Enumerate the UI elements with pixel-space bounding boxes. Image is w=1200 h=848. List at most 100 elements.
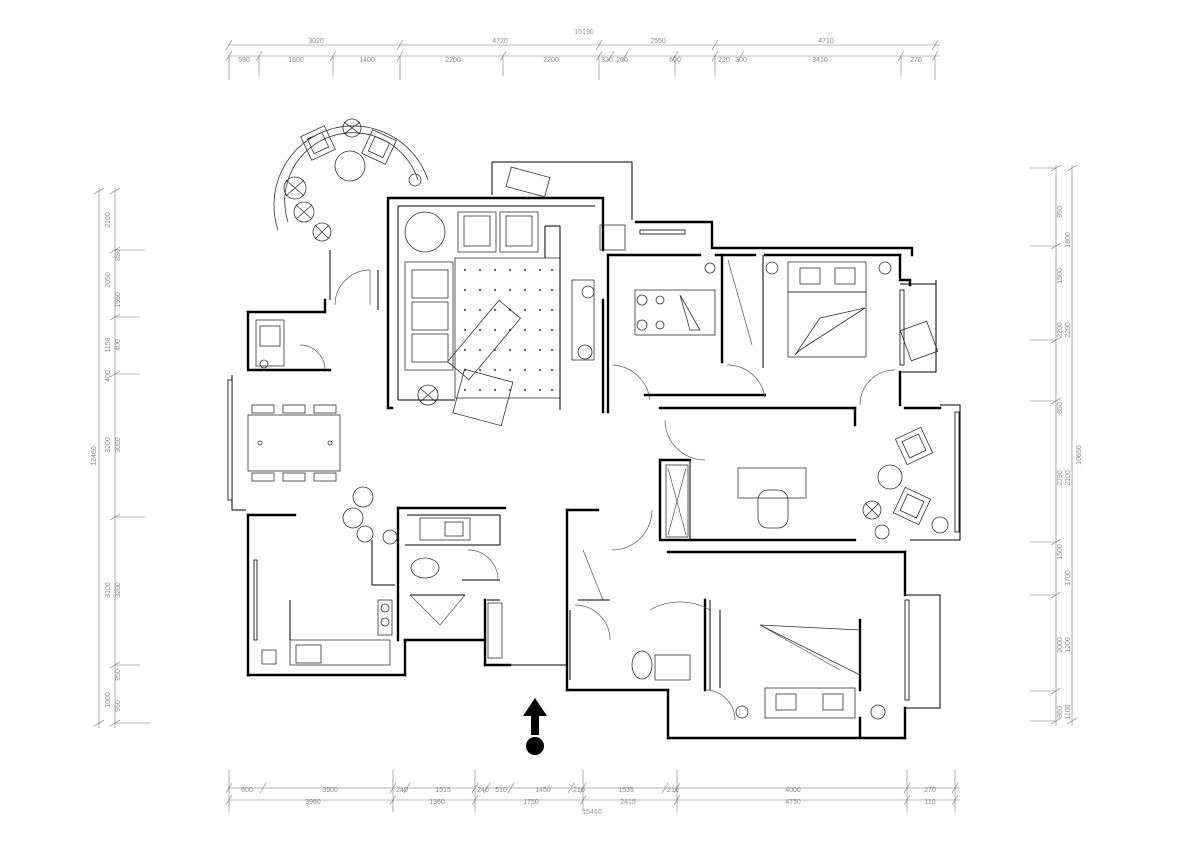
bottom-dim-label: 1515 bbox=[435, 787, 451, 794]
toilet bbox=[631, 650, 653, 680]
top-dim-label: 270 bbox=[910, 57, 922, 64]
right-dim-label: 1500 bbox=[1057, 268, 1064, 284]
garden-round-table bbox=[334, 150, 366, 182]
bed bbox=[634, 289, 716, 336]
shoe-cabinet bbox=[487, 602, 503, 659]
rug-pattern bbox=[463, 268, 554, 392]
plant-icon bbox=[765, 261, 779, 275]
left-dim-label: 950 bbox=[115, 700, 122, 712]
bottom-dim-label: 3960 bbox=[305, 799, 321, 806]
round-table bbox=[877, 464, 903, 490]
windows bbox=[227, 229, 960, 701]
planter-box bbox=[599, 224, 626, 251]
ottoman bbox=[452, 368, 514, 427]
bedroom-3 bbox=[719, 610, 886, 720]
top-total-dimension: 15190 bbox=[574, 29, 594, 36]
bottom-dim-label: 510 bbox=[495, 787, 507, 794]
terrace-chair bbox=[892, 486, 932, 526]
kitchen bbox=[255, 319, 398, 666]
left-total-dimension: 12460 bbox=[91, 446, 98, 466]
right-dim-label: 1200 bbox=[1065, 637, 1072, 653]
left-dim-label: 850 bbox=[115, 249, 122, 261]
plant-icon bbox=[283, 118, 422, 242]
study-room bbox=[665, 464, 807, 538]
vanity bbox=[654, 654, 691, 681]
left-dim-label: 2050 bbox=[105, 272, 112, 288]
bottom-dim-label: 2415 bbox=[620, 799, 636, 806]
bottom-dim-label: 1450 bbox=[535, 787, 551, 794]
doors bbox=[299, 269, 896, 721]
top-dim-label: 590 bbox=[238, 57, 250, 64]
armchair bbox=[899, 320, 939, 362]
bottom-dim-label: 1360 bbox=[429, 799, 445, 806]
lounge-chair bbox=[505, 166, 551, 198]
plant-icon bbox=[870, 704, 886, 720]
garden-terrace bbox=[273, 118, 429, 242]
left-dim-label: 3200 bbox=[115, 582, 122, 598]
living-room bbox=[404, 166, 626, 427]
kitchen-counter bbox=[289, 639, 391, 666]
top-dim-label: 4720 bbox=[492, 38, 508, 45]
bathroom-2 bbox=[569, 549, 691, 681]
coffee-table bbox=[447, 299, 521, 381]
right-dim-label: 850 bbox=[1057, 402, 1064, 414]
left-dim-label: 950 bbox=[115, 669, 122, 681]
bottom-dim-label: 4000 bbox=[785, 787, 801, 794]
bottom-dim-label: 4750 bbox=[785, 799, 801, 806]
left-dimensions: 12460 2100 2050 1150 400 3200 3100 1000 … bbox=[91, 187, 150, 728]
right-dim-label: 2200 bbox=[1065, 322, 1072, 338]
bottom-dim-label: 3900 bbox=[322, 787, 338, 794]
dining-table bbox=[247, 414, 341, 472]
left-dim-label: 3100 bbox=[105, 582, 112, 598]
garden-chair bbox=[361, 129, 397, 165]
armchair bbox=[457, 211, 539, 253]
bed-cover bbox=[759, 624, 861, 676]
left-dim-label: 1000 bbox=[105, 692, 112, 708]
side-table bbox=[404, 211, 446, 253]
left-dim-label: 1550 bbox=[115, 292, 122, 308]
terrace-chair bbox=[894, 426, 934, 466]
bottom-total-dimension: 15460 bbox=[582, 809, 602, 816]
round-stool bbox=[352, 486, 374, 508]
plant-icon bbox=[862, 500, 949, 540]
right-total-dimension: 10650 bbox=[1076, 445, 1083, 465]
left-dim-label: 2100 bbox=[105, 212, 112, 228]
bottom-dim-label: 600 bbox=[241, 787, 253, 794]
top-dim-label: 220 bbox=[718, 57, 730, 64]
garden-chair bbox=[300, 125, 336, 161]
plant-icon bbox=[704, 262, 716, 274]
bathroom-1 bbox=[409, 517, 503, 659]
top-dim-label: 2200 bbox=[543, 57, 559, 64]
bottom-dim-label: 1750 bbox=[523, 799, 539, 806]
left-dim-label: 3200 bbox=[105, 437, 112, 453]
top-dim-label: 3020 bbox=[308, 38, 324, 45]
bottom-dim-label: 210 bbox=[667, 787, 679, 794]
bottom-dim-label: 240 bbox=[396, 787, 408, 794]
right-dim-label: 950 bbox=[1057, 206, 1064, 218]
right-dim-label: 2200 bbox=[1057, 322, 1064, 338]
top-dim-label: 1400 bbox=[359, 57, 375, 64]
top-dim-label: 3410 bbox=[812, 57, 828, 64]
right-dimensions: 10650 950 1500 2200 850 2790 1500 2000 8… bbox=[1030, 164, 1083, 726]
desk-chair bbox=[757, 489, 789, 529]
bottom-dim-label: 210 bbox=[573, 787, 585, 794]
top-dim-label: 300 bbox=[735, 57, 747, 64]
bedroom-1 bbox=[634, 259, 753, 346]
master-bedroom bbox=[765, 261, 939, 362]
entrance-arrow-icon bbox=[523, 698, 547, 755]
desk bbox=[737, 467, 807, 499]
bottom-dim-label: 1535 bbox=[618, 787, 634, 794]
right-dim-label: 2790 bbox=[1057, 470, 1064, 486]
bottom-dim-label: 110 bbox=[924, 799, 935, 806]
sofa bbox=[404, 261, 454, 371]
left-dim-label: 3050 bbox=[115, 437, 122, 453]
right-dim-label: 2100 bbox=[1065, 470, 1072, 486]
plant-icon bbox=[417, 285, 595, 406]
right-dim-label: 1100 bbox=[1065, 704, 1072, 719]
bottom-dim-label: 270 bbox=[924, 787, 936, 794]
bottom-dim-label: 240 bbox=[477, 787, 489, 794]
right-dim-label: 2000 bbox=[1057, 637, 1064, 653]
left-dim-label: 1150 bbox=[105, 337, 112, 352]
right-dim-label: 1500 bbox=[1057, 544, 1064, 560]
